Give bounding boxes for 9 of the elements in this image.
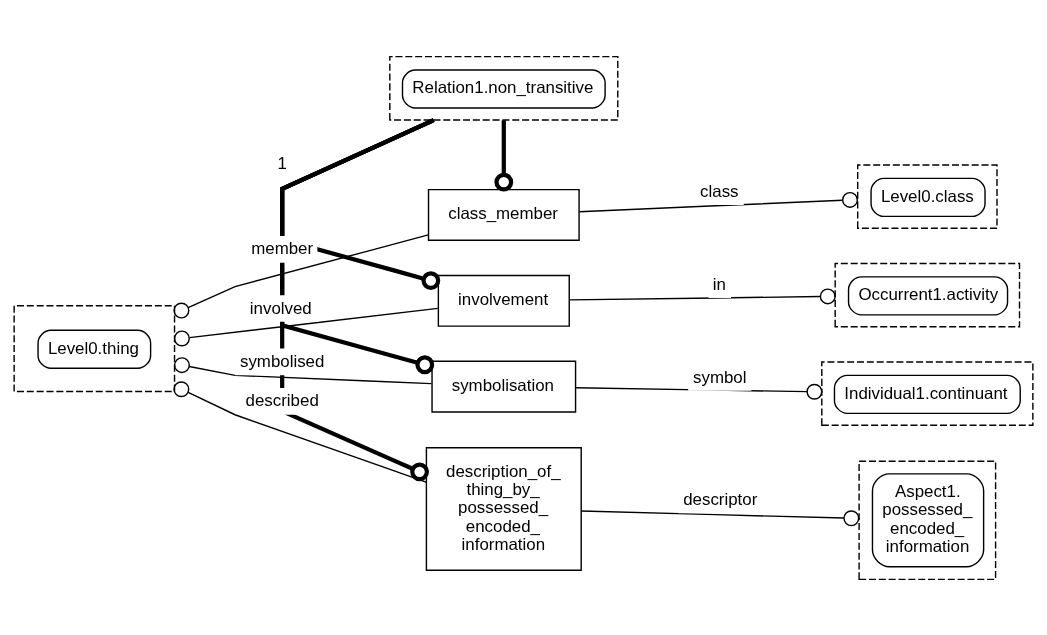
edge-label: involved — [249, 298, 312, 318]
edge-label: member — [251, 238, 314, 258]
edge-label: described — [245, 390, 319, 410]
edge-label: descriptor — [683, 489, 758, 509]
label: 1 — [277, 153, 287, 173]
edge-label: symbol — [693, 367, 747, 387]
edge-label: class — [700, 181, 739, 201]
edge-label: in — [712, 274, 726, 294]
edge-label: symbolised — [239, 351, 325, 371]
